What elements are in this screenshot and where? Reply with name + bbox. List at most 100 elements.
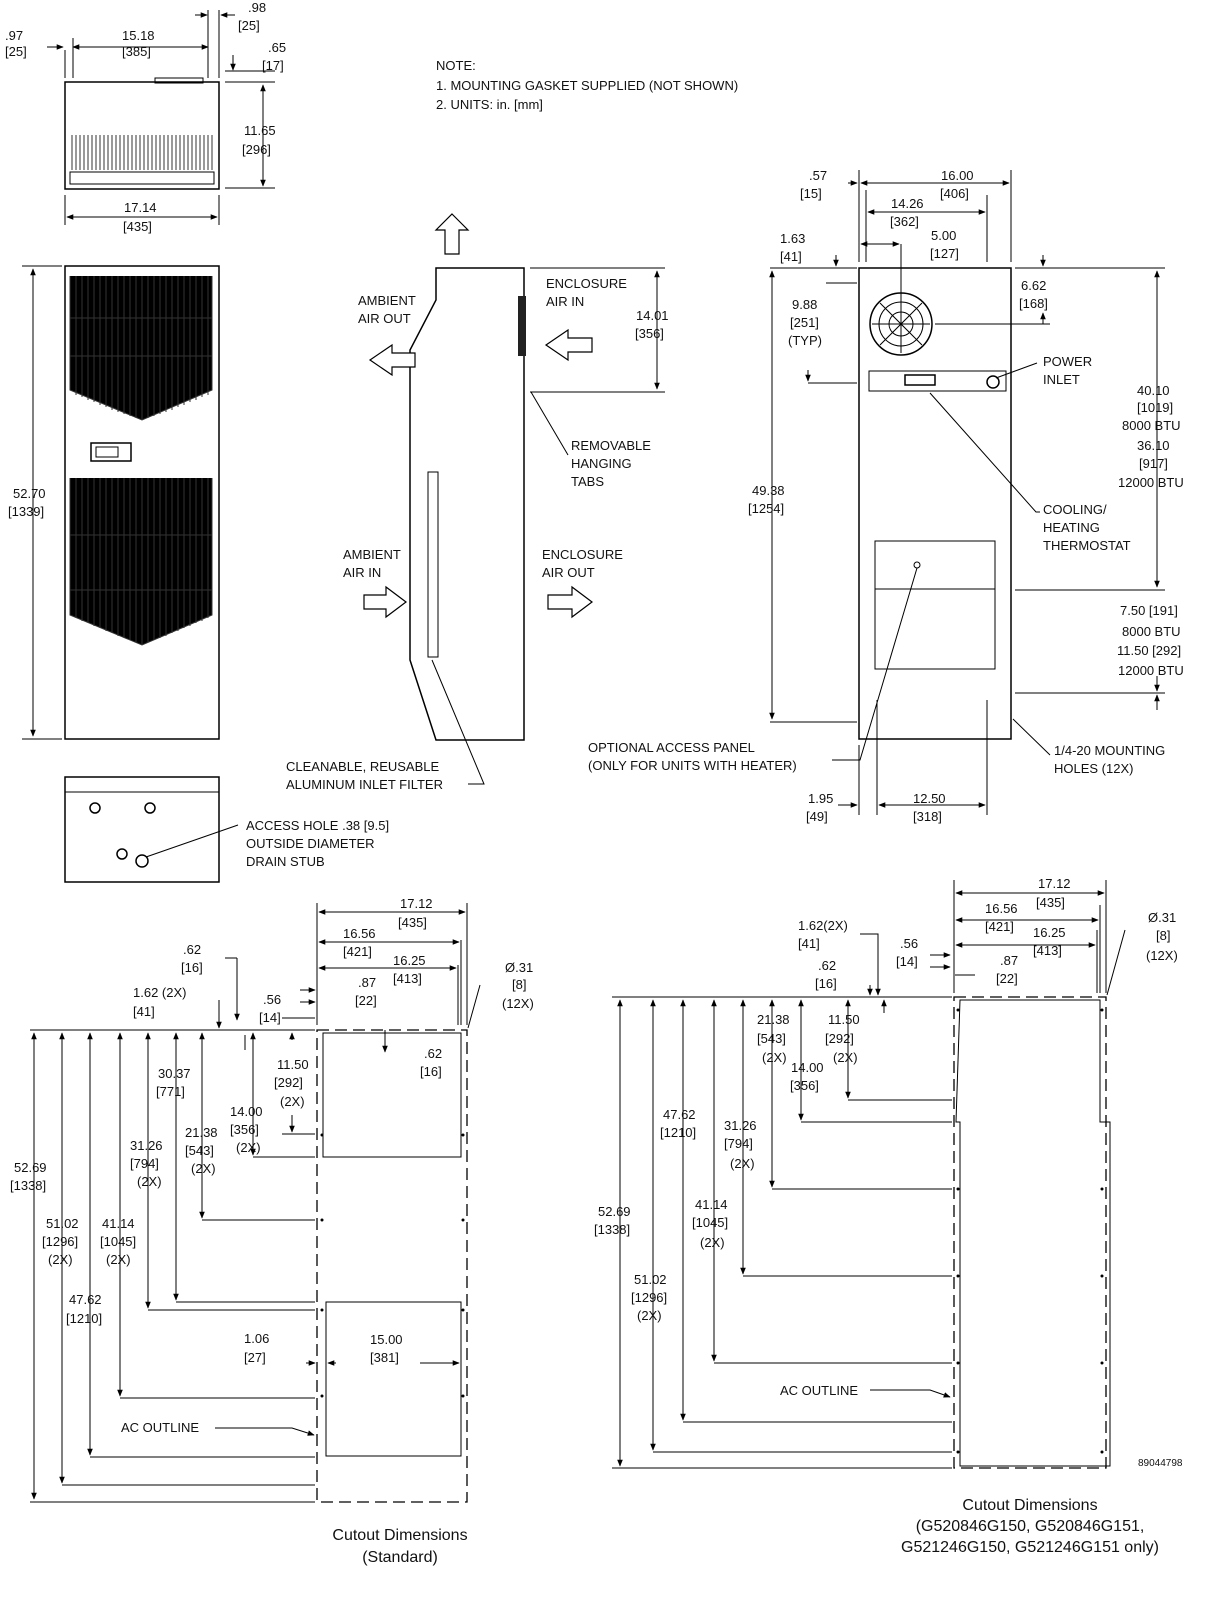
dimension-label: [435] (398, 915, 427, 930)
dimension-label: [17] (262, 58, 284, 73)
dimension-label: Cutout Dimensions (962, 1497, 1097, 1514)
cutout-std-lower-opening (325, 1301, 462, 1457)
dimension-label: [292] (274, 1075, 303, 1090)
dimension-label: .97 (5, 28, 23, 43)
notes-block: NOTE: 1. MOUNTING GASKET SUPPLIED (NOT S… (436, 58, 738, 112)
dimension-label: [27] (244, 1350, 266, 1365)
dimension-label: CLEANABLE, REUSABLE (286, 759, 440, 774)
dimension-label: [794] (724, 1136, 753, 1151)
dimension-label: [1210] (660, 1125, 696, 1140)
dimension-label: 40.10 (1137, 383, 1170, 398)
top-view-housing (64, 81, 220, 190)
dimension-label: AC OUTLINE (121, 1420, 199, 1435)
dimension-label: (G520846G150, G520846G151, (916, 1518, 1145, 1535)
dimension-label: .62 (818, 958, 836, 973)
dimension-label: .98 (248, 0, 266, 15)
dimension-label: 14.00 (230, 1104, 263, 1119)
dimension-label: [22] (996, 971, 1018, 986)
dimension-label: THERMOSTAT (1043, 538, 1131, 553)
cutout-special-opening (955, 999, 1111, 1467)
dimension-label: 15.18 (122, 28, 155, 43)
dimension-label: [251] (790, 315, 819, 330)
dimension-label: (2X) (637, 1308, 662, 1323)
dimension-label: [381] (370, 1350, 399, 1365)
dimension-label: 5.00 (931, 228, 956, 243)
dimension-label: (ONLY FOR UNITS WITH HEATER) (588, 758, 797, 773)
dimension-label: 31.26 (130, 1138, 163, 1153)
dimension-label: [8] (1156, 928, 1170, 943)
dimension-label: 12000 BTU (1118, 663, 1184, 678)
thermostat-bracket (868, 370, 1007, 392)
dimension-label: HEATING (1043, 520, 1100, 535)
dimension-label: [16] (420, 1064, 442, 1079)
bottom-hole-2 (144, 802, 156, 814)
dimension-label: .56 (263, 992, 281, 1007)
dimension-label: 1.63 (780, 231, 805, 246)
dimension-label: [1045] (100, 1234, 136, 1249)
dimension-label: [25] (5, 44, 27, 59)
dimension-label: 11.50 [292] (1117, 643, 1181, 658)
dimension-label: [292] (825, 1031, 854, 1046)
dimension-label: 1/4-20 MOUNTING (1054, 743, 1165, 758)
dimension-label: 41.14 (102, 1216, 135, 1231)
front-view-housing (64, 265, 220, 740)
drain-stub (135, 854, 149, 868)
dimension-label: [1019] (1137, 400, 1173, 415)
exhaust-arrow-up (434, 213, 470, 255)
dimension-label: 1.95 (808, 791, 833, 806)
dimension-label: 9.88 (792, 297, 817, 312)
dimension-label: 36.10 (1137, 438, 1170, 453)
dimension-label: OPTIONAL ACCESS PANEL (588, 740, 755, 755)
rear-view-housing (858, 267, 1012, 740)
dimension-label: ACCESS HOLE .38 [9.5] (246, 818, 389, 833)
front-view: 52.70 [1339] (8, 265, 220, 740)
cutout-std-holes (320, 1133, 465, 1398)
front-upper-fins (69, 276, 213, 421)
dimension-label: (2X) (106, 1252, 131, 1267)
cutout-special-outline (953, 996, 1107, 1469)
dimension-label: 52.69 (14, 1160, 47, 1175)
dimension-label: 30.37 (158, 1066, 191, 1081)
dimension-label: 17.14 (124, 200, 157, 215)
side-view: AMBIENT AIR OUT ENCLOSURE AIR IN 14.01 [… (286, 213, 669, 792)
dimension-label: [168] (1019, 296, 1048, 311)
ambient-out-arrow (368, 343, 416, 377)
dimension-label: HOLES (12X) (1054, 761, 1133, 776)
dimension-label: [413] (393, 971, 422, 986)
dimension-label: [385] (122, 44, 151, 59)
dimension-label: 41.14 (695, 1197, 728, 1212)
dimension-label: [421] (985, 919, 1014, 934)
front-lower-fins (69, 478, 213, 646)
dimension-label: AMBIENT (358, 293, 416, 308)
side-view-fan (518, 296, 526, 356)
dimension-label: [435] (1036, 895, 1065, 910)
dimension-label: (2X) (280, 1094, 305, 1109)
dimension-label: [917] (1139, 456, 1168, 471)
dimension-label: [356] (230, 1122, 259, 1137)
dimension-label: [22] (355, 993, 377, 1008)
dimension-label: [1045] (692, 1215, 728, 1230)
dimension-label: [1210] (66, 1311, 102, 1326)
dimension-label: [1296] (631, 1290, 667, 1305)
side-view-filter (427, 471, 439, 658)
dimension-label: (2X) (236, 1140, 261, 1155)
dimension-label: [41] (780, 249, 802, 264)
dimension-label: [127] (930, 246, 959, 261)
dimension-label: 14.01 (636, 308, 669, 323)
dimension-label: 52.70 (13, 486, 46, 501)
dimension-label: [1254] (748, 501, 784, 516)
dimension-label: AIR OUT (542, 565, 595, 580)
dimension-label: Cutout Dimensions (332, 1527, 467, 1544)
cutout-standard-outline (316, 1029, 468, 1503)
dimension-label: [296] (242, 142, 271, 157)
dimension-label: AIR IN (343, 565, 381, 580)
bottom-view-housing (64, 776, 220, 883)
dimension-label: [1338] (10, 1178, 46, 1193)
dimension-label: (2X) (48, 1252, 73, 1267)
dimension-label: 16.25 (1033, 925, 1066, 940)
dimension-label: [49] (806, 809, 828, 824)
dimension-label: 11.50 (828, 1012, 860, 1027)
dimension-label: [15] (800, 186, 822, 201)
dimension-label: [41] (798, 936, 820, 951)
